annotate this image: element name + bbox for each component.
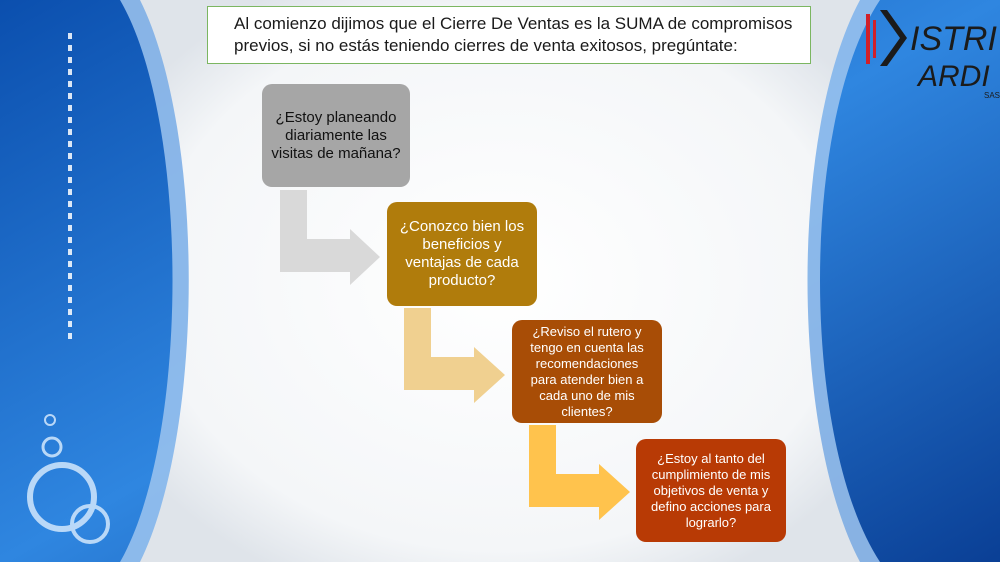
logo-suffix: SAS (984, 91, 1000, 100)
intro-callout: Al comienzo dijimos que el Cierre De Ven… (207, 6, 811, 64)
logo-text-line1: ISTRI (910, 20, 997, 58)
bent-arrow-3 (529, 425, 630, 520)
dotted-line-decoration (68, 33, 72, 339)
bent-arrow-1 (280, 190, 380, 285)
step-box-4: ¿Estoy al tanto del cumplimiento de mis … (636, 439, 786, 542)
step-box-1: ¿Estoy planeando diariamente las visitas… (262, 84, 410, 187)
company-logo: ISTRI ARDI SAS (866, 10, 1000, 100)
step-box-2: ¿Conozco bien los beneficios y ventajas … (387, 202, 537, 306)
logo-mark (866, 10, 907, 66)
step-box-3: ¿Reviso el rutero y tengo en cuenta las … (512, 320, 662, 423)
bubble-rings-decoration (27, 414, 110, 544)
logo-text-line2: ARDI (916, 60, 990, 93)
bent-arrow-2 (404, 308, 505, 403)
